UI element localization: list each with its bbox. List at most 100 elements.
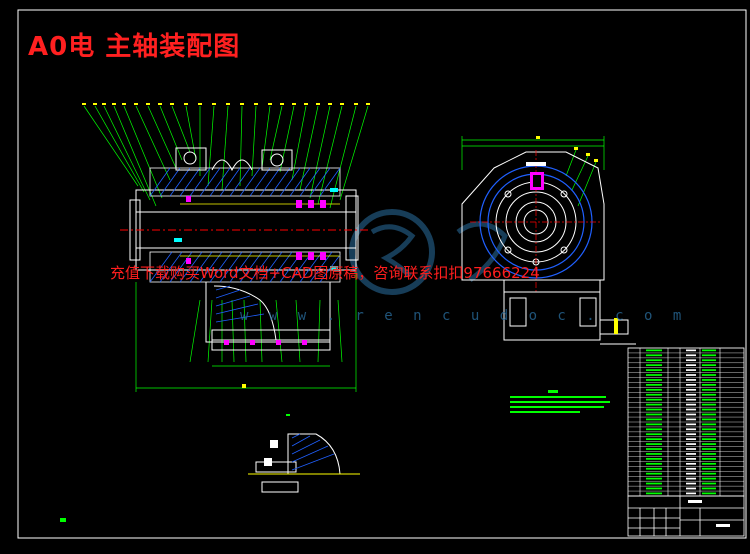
parts-list-cell-text bbox=[702, 472, 716, 475]
parts-list-cell-text bbox=[702, 369, 716, 371]
parts-list-cell-text bbox=[702, 384, 716, 386]
parts-list-cell-text bbox=[686, 388, 696, 391]
drawing-title: A0电 主轴装配图 bbox=[28, 32, 241, 62]
parts-list-cell-text bbox=[686, 438, 696, 441]
parts-list-cell-text bbox=[702, 438, 716, 441]
parts-list-cell-text bbox=[686, 443, 696, 445]
parts-list-cell-text bbox=[646, 379, 662, 381]
parts-list-cell-text bbox=[702, 492, 716, 495]
parts-list-cell-text bbox=[646, 354, 662, 357]
watermark-site: w w w . r e n c u d o c . c o m bbox=[240, 308, 688, 324]
parts-list-cell-text bbox=[702, 398, 716, 401]
parts-list-cell-text bbox=[686, 448, 696, 450]
spindle-section-view bbox=[82, 103, 370, 392]
parts-list-cell-text bbox=[686, 453, 696, 455]
parts-list-cell-text bbox=[702, 388, 716, 391]
parts-list-cell-text bbox=[646, 398, 662, 401]
parts-list-cell-text bbox=[646, 388, 662, 391]
parts-list-cell-text bbox=[646, 492, 662, 495]
parts-list-cell-text bbox=[686, 393, 696, 396]
spindle-shaft bbox=[120, 211, 370, 249]
parts-list-cell-text bbox=[686, 492, 696, 495]
parts-list-cell-text bbox=[686, 482, 696, 485]
parts-list-cell-text bbox=[686, 423, 696, 426]
parts-list-cell-text bbox=[686, 398, 696, 401]
parts-list-cell-text bbox=[686, 413, 696, 416]
parts-list-cell-text bbox=[646, 393, 662, 396]
parts-list-cell-text bbox=[646, 443, 662, 445]
parts-list-cell-text bbox=[702, 364, 716, 367]
spindle-end-view bbox=[461, 136, 636, 345]
parts-list-cell-text bbox=[646, 462, 662, 465]
parts-list-cell-text bbox=[686, 472, 696, 475]
leader-lines bbox=[83, 105, 369, 363]
parts-list-cell-text bbox=[646, 448, 662, 450]
parts-list-cell-text bbox=[686, 359, 696, 362]
parts-list-cell-text bbox=[702, 423, 716, 426]
parts-list-cell-text bbox=[686, 458, 696, 460]
parts-list-cell-text bbox=[646, 384, 662, 386]
hatch-upper bbox=[149, 167, 341, 197]
parts-list-cell-text bbox=[702, 413, 716, 416]
parts-list-cell-text bbox=[686, 349, 696, 352]
parts-list-cell-text bbox=[646, 438, 662, 441]
parts-list-cell-text bbox=[702, 462, 716, 465]
hatch-lower bbox=[149, 251, 341, 283]
parts-list-cell-text bbox=[702, 428, 716, 431]
parts-list-cell-text bbox=[646, 458, 662, 460]
parts-list-cell-text bbox=[702, 374, 716, 376]
parts-list-cell-text bbox=[686, 477, 696, 480]
parts-list-cell-text bbox=[686, 408, 696, 411]
parts-list-cell-text bbox=[702, 379, 716, 381]
parts-list-cell-text bbox=[686, 403, 696, 406]
parts-list-cell-text bbox=[702, 403, 716, 406]
parts-list-cell-text bbox=[702, 482, 716, 485]
parts-list-cell-text bbox=[702, 418, 716, 421]
parts-list-cell-text bbox=[702, 487, 716, 490]
watermark-notice: 充值下载购买Word文档+CAD图原稿，咨询联系扣扣97666224 bbox=[110, 264, 540, 282]
parts-list-cell-text bbox=[686, 487, 696, 490]
parts-list-cell-text bbox=[646, 359, 662, 362]
parts-list-cell-text bbox=[646, 364, 662, 367]
parts-list-cell-text bbox=[646, 403, 662, 406]
parts-list-cell-text bbox=[646, 423, 662, 426]
parts-list-cell-text bbox=[646, 472, 662, 475]
detail-view bbox=[248, 414, 360, 493]
parts-list-cell-text bbox=[646, 408, 662, 411]
parts-list-cell-text bbox=[686, 462, 696, 465]
parts-list-cell-text bbox=[646, 467, 662, 470]
parts-list-table bbox=[627, 347, 745, 497]
parts-list-cell-text bbox=[646, 374, 662, 376]
parts-list-cell-text bbox=[702, 349, 716, 352]
parts-list-cell-text bbox=[686, 467, 696, 470]
parts-list-cell-text bbox=[646, 477, 662, 480]
parts-list-cell-text bbox=[646, 453, 662, 455]
parts-list-cell-text bbox=[646, 482, 662, 485]
parts-list-cell-text bbox=[646, 487, 662, 490]
parts-list-cell-text bbox=[686, 369, 696, 371]
parts-list-cell-text bbox=[702, 443, 716, 445]
parts-list-cell-text bbox=[646, 413, 662, 416]
watermark-logo bbox=[349, 209, 508, 295]
parts-list-cell-text bbox=[702, 467, 716, 470]
parts-list-cell-text bbox=[686, 354, 696, 357]
parts-list-cell-text bbox=[646, 428, 662, 431]
parts-list-cell-text bbox=[702, 448, 716, 450]
parts-list-cell-text bbox=[686, 384, 696, 386]
parts-list-cell-text bbox=[646, 369, 662, 371]
parts-list-cell-text bbox=[686, 379, 696, 381]
parts-list-cell-text bbox=[686, 364, 696, 367]
technical-notes bbox=[510, 390, 610, 413]
parts-list-cell-text bbox=[702, 458, 716, 460]
parts-list-cell-text bbox=[686, 433, 696, 436]
parts-list-cell-text bbox=[702, 354, 716, 357]
drawing-frame bbox=[17, 9, 747, 539]
parts-list-cell-text bbox=[646, 349, 662, 352]
parts-list-cell-text bbox=[686, 418, 696, 421]
parts-list-cell-text bbox=[686, 428, 696, 431]
parts-list-cell-text bbox=[646, 418, 662, 421]
parts-list-cell-text bbox=[702, 477, 716, 480]
parts-list-cell-text bbox=[702, 408, 716, 411]
